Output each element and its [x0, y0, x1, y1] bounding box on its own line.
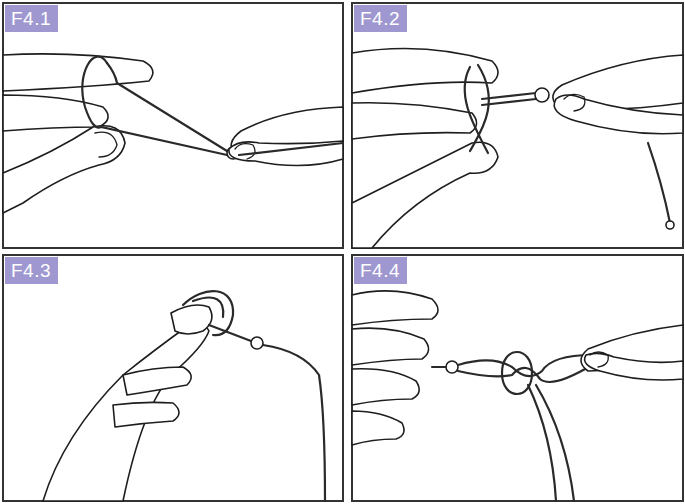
end-knot — [666, 221, 674, 229]
thumbnail — [235, 144, 255, 159]
cord-end — [648, 143, 670, 223]
panel-label: F4.1 — [5, 5, 58, 32]
left-finger — [113, 402, 179, 427]
cord-loop — [183, 291, 233, 335]
panel-label: F4.2 — [354, 5, 407, 32]
knot — [535, 88, 549, 102]
panel-number: F4.3 — [11, 261, 52, 280]
panel-three-drawing — [43, 291, 325, 501]
panel-one-drawing — [3, 54, 343, 213]
left-thumb — [3, 126, 125, 213]
cord-strand — [432, 366, 446, 368]
left-middle-finger — [3, 95, 108, 131]
panel-frame — [352, 3, 683, 248]
panel-frame — [352, 255, 683, 501]
cord-loop — [502, 352, 532, 394]
left-finger — [123, 367, 191, 395]
knot — [446, 361, 458, 373]
cord-end — [528, 385, 556, 501]
cord-end — [536, 385, 574, 501]
thumbnail — [590, 352, 608, 367]
cord-strand — [482, 93, 536, 99]
thumbnail — [564, 94, 585, 111]
panel-label: F4.3 — [5, 257, 58, 284]
left-finger — [352, 291, 438, 325]
panel-label: F4.4 — [354, 257, 407, 284]
cord-strand — [209, 325, 251, 341]
left-finger — [352, 328, 429, 365]
knot — [251, 337, 263, 349]
panel-frame — [3, 255, 343, 501]
cord-loop — [82, 57, 227, 155]
left-thumb — [352, 142, 498, 248]
panel-number: F4.4 — [360, 261, 401, 280]
left-thumb — [171, 305, 212, 334]
left-finger — [352, 411, 404, 445]
left-index-finger — [352, 49, 498, 94]
right-thumb — [554, 95, 683, 134]
left-middle-finger — [352, 103, 477, 139]
cord-strand — [458, 355, 592, 376]
left-index-finger — [3, 54, 153, 91]
cord-strand — [482, 99, 536, 105]
panel-frame — [3, 3, 343, 248]
panel-two-drawing — [352, 49, 683, 249]
cord-strand — [458, 365, 592, 382]
cord-end — [239, 143, 343, 155]
right-thumb — [229, 141, 343, 166]
thumbnail — [95, 132, 117, 157]
cord-strand — [107, 63, 227, 151]
cord-end — [263, 345, 325, 501]
cord-loop — [193, 298, 223, 317]
panel-number: F4.1 — [11, 9, 52, 28]
panel-four-drawing — [352, 291, 683, 501]
left-finger — [352, 369, 419, 405]
cord-loop — [470, 65, 489, 151]
panel-number: F4.2 — [360, 9, 401, 28]
left-hand — [43, 323, 209, 501]
